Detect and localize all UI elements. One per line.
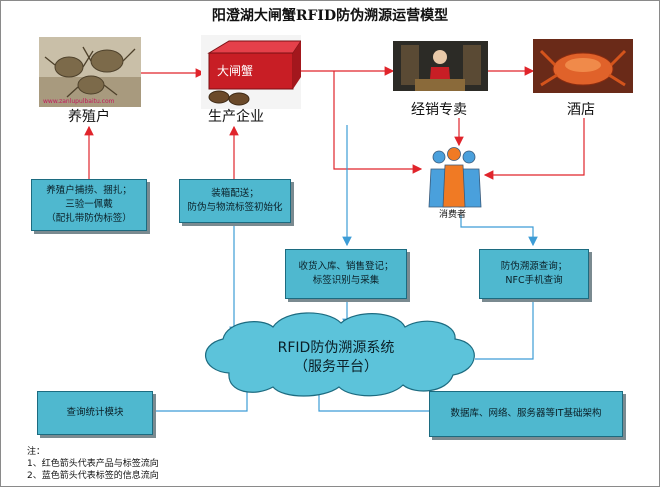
- stats-module-box: 查询统计模块: [37, 391, 153, 435]
- service-platform-subtitle: （服务平台）: [294, 358, 378, 375]
- producer-task-box: 装箱配送； 防伪与物流标签初始化: [179, 179, 291, 223]
- photo-caption: www.zanlupulbaitu.com: [43, 98, 115, 105]
- distributor-shop-photo: [393, 41, 488, 91]
- consumer-label: 消费者: [439, 210, 467, 220]
- consumer-query-line-1: 防伪溯源查询；: [500, 261, 568, 273]
- producer-task-line-2: 防伪与物流标签初始化: [187, 202, 283, 213]
- consumer-query-box: 防伪溯源查询； NFC手机查询: [479, 249, 589, 299]
- link-stats-to-cloud: [153, 391, 248, 412]
- farmer-task-line-3: （配扎带防伪标签）: [46, 212, 132, 224]
- hotel-label: 酒店: [567, 102, 595, 118]
- distributor-task-line-1: 收货入库、销售登记；: [298, 261, 394, 273]
- producer-label: 生产企业: [208, 109, 264, 125]
- infrastructure-box: 数据库、网络、服务器等IT基础架构: [429, 391, 623, 437]
- service-platform-label: RFID防伪溯源系统 （服务平台）: [206, 339, 466, 377]
- note-blue-arrow: 2、蓝色箭头代表标签的信息流向: [27, 471, 159, 482]
- farmer-task-line-1: 养殖户捕捞、捆扎；: [46, 185, 132, 197]
- infrastructure-label: 数据库、网络、服务器等IT基础架构: [450, 408, 602, 420]
- distributor-task-box: 收货入库、销售登记； 标签识别与采集: [285, 249, 407, 299]
- link-query-box-to-cloud: [475, 299, 534, 360]
- arrow-consumer-to-query-box: [460, 215, 538, 247]
- consumer-group-icon: [428, 147, 482, 208]
- diagram-title: 阳澄湖大闸蟹RFID防伪溯源运营模型: [211, 8, 449, 24]
- legend-notes: 注： 1、红色箭头代表产品与标签流向 2、蓝色箭头代表标签的信息流向: [27, 446, 159, 482]
- producer-gift-box-photo: 大闸蟹: [201, 35, 301, 109]
- distributor-task-line-2: 标签识别与采集: [312, 275, 380, 286]
- farmer-crab-photo: www.zanlupulbaitu.com: [39, 37, 141, 107]
- link-infra-to-cloud: [318, 389, 429, 412]
- consumer-query-line-2: NFC手机查询: [505, 275, 563, 286]
- note-red-arrow: 1、红色箭头代表产品与标签流向: [27, 459, 159, 470]
- gift-box-logo-text: 大闸蟹: [217, 63, 253, 78]
- hotel-crab-dish-photo: [533, 39, 633, 93]
- service-platform-title: RFID防伪溯源系统: [277, 340, 395, 356]
- distributor-label: 经销专卖: [411, 102, 467, 118]
- farmer-label: 养殖户: [68, 109, 110, 125]
- producer-task-line-1: 装箱配送；: [211, 188, 259, 200]
- farmer-task-box: 养殖户捕捞、捆扎； 三验一佩戴 （配扎带防伪标签）: [31, 179, 147, 231]
- service-platform-cloud: [205, 312, 475, 397]
- notes-heading: 注：: [27, 447, 46, 457]
- arrow-branch-to-consumer: [333, 71, 423, 174]
- farmer-task-line-2: 三验一佩戴: [65, 199, 113, 211]
- stats-module-label: 查询统计模块: [66, 407, 124, 419]
- arrow-hotel-to-consumer: [483, 118, 585, 180]
